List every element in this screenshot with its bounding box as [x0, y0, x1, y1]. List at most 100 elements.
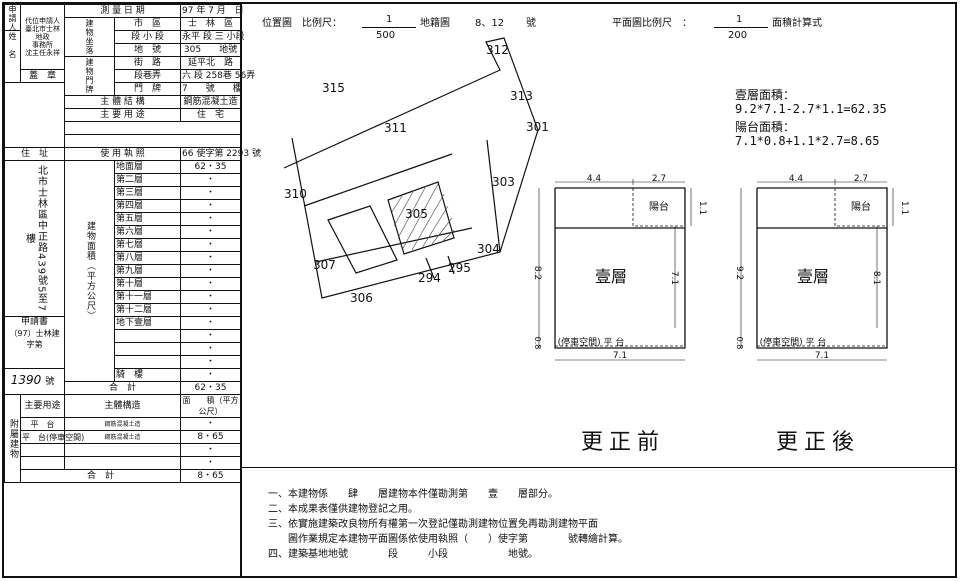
street-label: 街 路: [114, 56, 181, 70]
applicant-line: 事務所: [32, 41, 53, 49]
form-row: 申請書（97）士林建字第地下壹層・: [4, 316, 241, 369]
annex-structure: [64, 456, 181, 470]
note-line: 二、本成果表僅供建物登記之用。: [268, 504, 418, 515]
lane-value: 六 段 258巷 56弄: [180, 69, 256, 83]
dimension-label: 7.1: [669, 271, 679, 285]
license-label: 使 用 執 照: [64, 147, 181, 161]
parcel-number-310: 310: [284, 187, 307, 201]
dimension-label: 0.8: [735, 337, 744, 350]
calc-line-1: 壹層面積：: [735, 88, 796, 102]
floor-name: [114, 329, 181, 343]
doorplate-value: 7 號 樓: [180, 82, 242, 96]
building-hatched: [387, 181, 455, 255]
annex-total-label: 合 計: [20, 469, 181, 483]
floor-area: ・: [180, 225, 241, 239]
form-row: ・: [5, 443, 241, 457]
address-value: 北市士林區中正路439號5至7樓: [4, 160, 65, 317]
usage-value: 住 宅: [180, 108, 241, 122]
floor-area: ・: [180, 316, 241, 330]
floor-name: 第三層: [114, 186, 181, 200]
parcel-number-306: 306: [350, 291, 373, 305]
floor-area: ・: [180, 199, 241, 213]
blank-cell: [64, 134, 241, 148]
caption-before: 更正前: [581, 430, 666, 455]
dimension-label: 7.1: [815, 351, 829, 361]
annex-usage: 平 台(停車空間): [20, 430, 85, 444]
section-value: 永平 段 三 小段: [180, 30, 245, 44]
license-value: 66 使字第 2293 號: [180, 147, 261, 161]
parcel-number-294: 294: [418, 271, 441, 285]
lot-value: 305 地號: [180, 43, 241, 57]
annex-area: ・: [180, 417, 241, 431]
position-scale-denominator: 500: [376, 30, 396, 41]
parcel-number-312: 312: [486, 43, 509, 57]
cadastral-map-numbers: 8、12: [475, 18, 505, 29]
parcel-number-303: 303: [492, 175, 515, 189]
applicant-line: 沈主任永祥: [25, 49, 60, 57]
balcony-boundary: [632, 188, 685, 227]
cadastral-map-label: 地籍圖: [420, 18, 450, 29]
calc-line-2: 9.2*7.1-2.7*1.1=62.35: [735, 102, 887, 116]
usage-label: 主 要 用 途: [64, 108, 181, 122]
note-line: 一、本建物係 肆 層建物本件僅勘測第 壹 層部分。: [268, 489, 558, 500]
floor-name: [114, 355, 181, 369]
floor-name: 第五層: [114, 212, 181, 226]
floor-area: 62・35: [180, 160, 241, 174]
annex-structure: 鋼筋混凝土造: [64, 417, 181, 431]
floor-area: ・: [180, 303, 241, 317]
parcel-number-295: 295: [448, 261, 471, 275]
floor-name: 騎 樓: [114, 368, 181, 382]
position-map-label: 位置圖 比例尺：: [262, 18, 342, 29]
floor-name: 第六層: [114, 225, 181, 239]
plan-outline: [756, 188, 888, 349]
position-scale-numerator: 1: [386, 14, 393, 25]
location-label: 建物坐落: [64, 17, 115, 57]
plan-outline: [757, 187, 888, 229]
district-label: 市 區: [114, 17, 181, 31]
calc-line-4: 7.1*0.8+1.1*2.7=8.65: [735, 134, 880, 148]
floor-name: 第二層: [114, 173, 181, 187]
floor-scale-numerator: 1: [736, 14, 743, 25]
annex-area: 8・65: [180, 430, 241, 444]
application-number: 1390: [10, 373, 42, 387]
blank-cell: [64, 121, 241, 135]
note-line: 三、依實施建築改良物所有權第一次登記僅勘測建物位置免再勘測建物平面: [268, 519, 598, 530]
floor-area: ・: [180, 329, 241, 343]
annex-usage: [20, 456, 65, 470]
cadastral-map-hao: 號: [526, 18, 536, 29]
parcel-number-305: 305: [405, 207, 428, 221]
floor-area: ・: [180, 368, 241, 382]
plan-outline: [555, 187, 686, 229]
area-formula-label: 面積計算式: [772, 18, 822, 29]
applicant-line: 臺北市士林地政: [25, 25, 60, 41]
annex-area: ・: [180, 443, 241, 457]
form-row: 第十二層・: [5, 303, 241, 317]
platform-label: (停車空間) 平 台: [760, 336, 827, 348]
parcel-number-315: 315: [322, 81, 345, 95]
structure-label: 主 體 結 構: [64, 95, 181, 109]
floor-name: 第七層: [114, 238, 181, 252]
parcel-boundary: [425, 257, 435, 279]
annex-usage: 平 台: [20, 417, 65, 431]
floor-area: ・: [180, 264, 241, 278]
dimension-label: 8.1: [871, 271, 881, 285]
floor-area: ・: [180, 238, 241, 252]
annex-total-value: 8・65: [180, 469, 241, 483]
form-row: ・: [5, 456, 241, 470]
applicant-names: 代位申請人臺北市士林地政事務所沈主任永祥: [20, 4, 65, 70]
district-value: 士 林 區: [180, 17, 241, 31]
dimension-label: 2.7: [854, 174, 868, 184]
parcel-boundary: [315, 227, 473, 263]
structure-value: 鋼筋混凝土造: [180, 95, 241, 109]
annex-area: ・: [180, 456, 241, 470]
annex-usage-label: 主要用途: [20, 394, 65, 418]
